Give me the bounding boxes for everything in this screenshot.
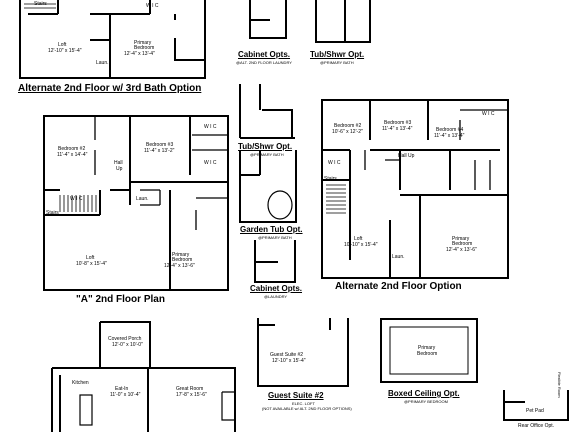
alt-bedroom3-label: Bedroom #3 bbox=[384, 120, 412, 126]
a-plan-stair-hatch bbox=[59, 195, 97, 212]
guest-suite-room-dim: 12'-10" x 15'-4" bbox=[272, 358, 306, 364]
alt-bedroom3-dim: 11'-4" x 13'-4" bbox=[382, 126, 413, 132]
alt-primary-label: Primary bbox=[452, 236, 470, 242]
alt-primary-dim: 12'-4" x 13'-6" bbox=[446, 247, 477, 253]
ground-great-label: Great Room bbox=[176, 386, 204, 392]
ground-floor-walls bbox=[51, 321, 236, 432]
tl-primary-dim: 12'-4" x 13'-4" bbox=[124, 51, 155, 57]
alt-laun-label: Laun. bbox=[392, 254, 405, 260]
tl-wic-label: W I C bbox=[146, 3, 159, 9]
caption-alt-3rd-bath: Alternate 2nd Floor w/ 3rd Bath Option bbox=[18, 83, 202, 94]
a-wic3-label: W I C bbox=[204, 160, 217, 166]
caption-a-2nd-floor: "A" 2nd Floor Plan bbox=[76, 294, 165, 305]
caption-cabinet-opts-mid-sub: @LAUNDRY bbox=[264, 294, 288, 299]
caption-boxed-ceiling-sub: @PRIMARY BEDROOM bbox=[404, 399, 448, 404]
guest-suite-room-label: Guest Suite #2 bbox=[270, 352, 304, 358]
cabinet-opts-mid-walls bbox=[254, 240, 296, 283]
alt-loft-label: Loft bbox=[354, 236, 363, 242]
boxed-primary-label2: Bedroom bbox=[417, 351, 438, 357]
alt-stairs-label: Stairs bbox=[324, 176, 337, 182]
a-bedroom2-dim: 11'-4" x 14'-4" bbox=[57, 152, 88, 158]
tl-primary-label2: Bedroom bbox=[134, 45, 155, 51]
caption-garden-tub-sub: @PRIMARY BATH bbox=[258, 235, 292, 240]
caption-rear-office: Rear Office Opt. bbox=[518, 423, 555, 429]
alt-3rd-bath-plan-walls bbox=[19, 0, 206, 79]
a-bedroom3-dim: 11'-4" x 13'-2" bbox=[144, 148, 175, 154]
alt-2nd-floor-walls bbox=[321, 99, 509, 279]
alt-bedroom2-label: Bedroom #2 bbox=[334, 123, 362, 129]
alt-wic2-label: W I C bbox=[328, 160, 341, 166]
caption-tub-shwr-mid: Tub/Shwr Opt. bbox=[238, 142, 293, 151]
caption-tub-shwr-top-sub: @PRIMARY BATH bbox=[320, 60, 354, 65]
caption-cabinet-opts-top: Cabinet Opts. bbox=[238, 50, 291, 59]
garden-tub-walls bbox=[239, 150, 297, 223]
ground-pet-pad-label: Pet Pad bbox=[526, 408, 544, 414]
ground-flex-label: Flexible Room bbox=[557, 372, 562, 398]
ground-porch-label: Covered Porch bbox=[108, 336, 142, 342]
alt-bedroom4-dim: 11'-4" x 13'-4" bbox=[434, 133, 465, 139]
tl-loft-label: Loft bbox=[58, 42, 67, 48]
caption-cabinet-opts-top-sub: @ALT. 2ND FLOOR LAUNDRY bbox=[236, 60, 292, 65]
alt-wic1-label: W I C bbox=[482, 111, 495, 117]
tub-shwr-mid-walls bbox=[239, 84, 295, 139]
a-primary-label: Primary bbox=[172, 252, 190, 258]
ground-eatin-dim: 11'-0" x 10'-4" bbox=[110, 392, 141, 398]
cabinet-opts-top-walls bbox=[249, 0, 287, 39]
guest-suite-walls bbox=[257, 318, 349, 387]
caption-garden-tub: Garden Tub Opt. bbox=[240, 225, 303, 234]
alt-bedroom4-label: Bedroom #4 bbox=[436, 127, 464, 133]
a-stairs-label: Stairs bbox=[46, 210, 59, 216]
boxed-primary-label: Primary bbox=[418, 345, 436, 351]
a-plan-inner-walls bbox=[94, 116, 228, 230]
ground-kitchen-label: Kitchen bbox=[72, 380, 89, 386]
tl-primary-label: Primary bbox=[134, 40, 152, 46]
caption-tub-shwr-top: Tub/Shwr Opt. bbox=[310, 50, 365, 59]
a-2nd-floor-plan-walls bbox=[43, 115, 229, 291]
caption-guest-suite: Guest Suite #2 bbox=[268, 391, 324, 400]
alt-plan-stair-hatch bbox=[326, 184, 346, 214]
a-loft-dim: 10'-8" x 15'-4" bbox=[76, 261, 107, 267]
a-laun-label: Laun. bbox=[136, 196, 149, 202]
fireplace bbox=[221, 391, 235, 421]
caption-tub-shwr-mid-sub: @PRIMARY BATH bbox=[250, 152, 284, 157]
a-bedroom3-label: Bedroom #3 bbox=[146, 142, 174, 148]
tl-stairs-label: Stairs bbox=[34, 1, 47, 7]
alt-hall-label: Hall Up bbox=[398, 153, 415, 159]
tl-loft-dim: 12'-10" x 15'-4" bbox=[48, 48, 82, 54]
caption-guest-suite-sub1: ELEC. LOFT bbox=[292, 401, 315, 406]
a-bedroom2-label: Bedroom #2 bbox=[58, 146, 86, 152]
caption-alt-2nd-floor: Alternate 2nd Floor Option bbox=[335, 281, 462, 292]
a-primary-dim: 12'-4" x 13'-6" bbox=[164, 263, 195, 269]
caption-boxed-ceiling: Boxed Ceiling Opt. bbox=[388, 389, 460, 398]
rear-office-walls bbox=[503, 390, 569, 421]
garden-tub-shape bbox=[267, 190, 293, 220]
alt-bedroom2-dim: 10'-6" x 12'-2" bbox=[332, 129, 363, 135]
tl-laun-label: Laun. bbox=[96, 60, 109, 66]
kitchen-island bbox=[79, 394, 93, 426]
ground-eatin-label: Eat-In bbox=[115, 386, 129, 392]
a-wic2-label: W I C bbox=[70, 196, 83, 202]
alt-primary-label2: Bedroom bbox=[452, 241, 473, 247]
a-loft-label: Loft bbox=[86, 255, 95, 261]
top-stair-hatch bbox=[24, 3, 56, 9]
ground-great-dim: 17'-8" x 15'-6" bbox=[176, 392, 207, 398]
boxed-ceiling-outer bbox=[380, 318, 478, 383]
alt-plan-inner-walls bbox=[364, 109, 508, 190]
tub-shwr-top-walls bbox=[315, 0, 371, 43]
caption-guest-suite-sub2: (NOT AVAILABLE w/ ALT. 2ND FLOOR OPTIONS… bbox=[262, 406, 352, 411]
a-hall-label: Hall bbox=[114, 160, 123, 166]
a-primary-label2: Bedroom bbox=[172, 257, 193, 263]
a-up-label: Up bbox=[116, 166, 123, 172]
alt-loft-dim: 10'-10" x 15'-4" bbox=[344, 242, 378, 248]
a-wic1-label: W I C bbox=[204, 124, 217, 130]
ground-porch-dim: 12'-0" x 10'-0" bbox=[112, 342, 143, 348]
caption-cabinet-opts-mid: Cabinet Opts. bbox=[250, 284, 303, 293]
boxed-ceiling-inner bbox=[389, 326, 469, 375]
